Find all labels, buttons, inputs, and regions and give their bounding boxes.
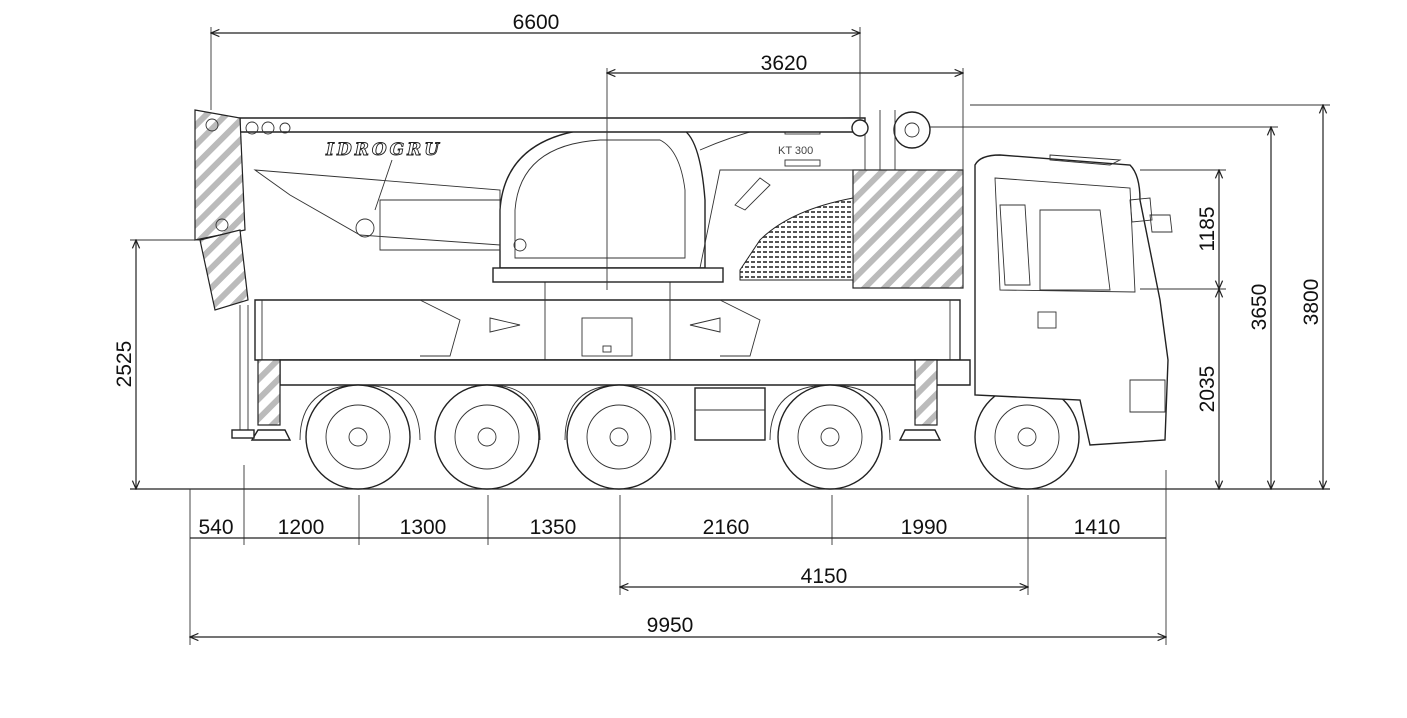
wheel xyxy=(305,384,411,490)
model-label: KT 300 xyxy=(778,145,813,157)
wheel xyxy=(434,384,540,490)
dim-axle-5-6: 1990 xyxy=(901,516,948,539)
dim-axle-4-5: 2160 xyxy=(703,516,750,539)
dim-top-length: 6600 xyxy=(513,11,560,34)
dim-rear-overhang: 540 xyxy=(198,516,233,539)
dim-axle-2-3: 1300 xyxy=(400,516,447,539)
dim-height-boom: 3650 xyxy=(1248,284,1271,331)
dim-cab-to-turret: 3620 xyxy=(761,52,808,75)
dimension-lines xyxy=(130,27,1330,645)
dim-front-overhang: 1410 xyxy=(1074,516,1121,539)
dim-height-total: 3800 xyxy=(1300,279,1323,326)
dim-front-height: 2525 xyxy=(113,341,136,388)
dim-wheelbase-front: 4150 xyxy=(801,565,848,588)
dim-height-lower: 2035 xyxy=(1196,366,1219,413)
dim-axle-1-2: 1200 xyxy=(278,516,325,539)
truck-illustration xyxy=(194,109,1173,490)
dim-total-length: 9950 xyxy=(647,614,694,637)
wheel xyxy=(777,384,883,490)
wheel xyxy=(566,384,672,490)
wheel xyxy=(974,384,1080,490)
dim-axle-3-4: 1350 xyxy=(530,516,577,539)
brand-label: IDROGRU xyxy=(325,140,442,160)
dimension-labels: 6600 3620 540 1200 1300 1350 2160 1990 1… xyxy=(113,11,1323,637)
dim-height-upper: 1185 xyxy=(1196,206,1219,251)
